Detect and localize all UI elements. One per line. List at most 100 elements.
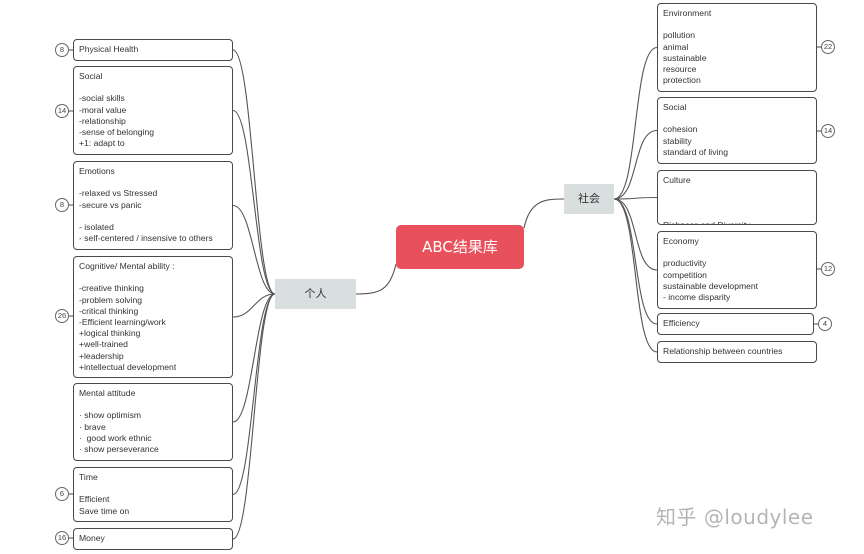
society-link-2 — [613, 196, 658, 200]
node-spacer — [79, 483, 227, 494]
personal-link-2 — [232, 204, 276, 295]
count-badge[interactable]: 22 — [821, 40, 835, 54]
society-link-3 — [613, 198, 658, 271]
node-title: Mental attitude — [79, 388, 136, 398]
society-link-5 — [613, 198, 658, 353]
node-line: -social skills — [79, 93, 125, 104]
node-title: Social — [79, 71, 103, 81]
count-badge[interactable]: 12 — [821, 262, 835, 276]
node-spacer — [79, 177, 227, 188]
watermark-text: 知乎 @loudylee — [656, 505, 814, 529]
node-line: -sense of belonging — [79, 127, 155, 137]
node-line: -critical thinking — [79, 305, 139, 316]
count-badge[interactable]: 14 — [821, 124, 835, 138]
node-title: Physical Health — [79, 44, 139, 54]
left-node-emotions[interactable]: Emotions -relaxed vs Stressed-secure vs p… — [73, 161, 233, 250]
node-line: protection — [663, 75, 701, 86]
node-line: +leadership — [79, 350, 124, 361]
node-line: sustainable — [663, 52, 707, 63]
node-spacer — [663, 19, 811, 30]
left-node-money[interactable]: Money — [73, 528, 233, 550]
count-badge[interactable]: 16 — [55, 531, 69, 545]
left-node-physical-health[interactable]: Physical Health — [73, 39, 233, 61]
personal-link-3 — [232, 293, 276, 318]
node-title: Environment — [663, 8, 712, 18]
node-line: -relationship — [79, 115, 126, 126]
right-node-efficiency[interactable]: Efficiency — [657, 313, 814, 335]
personal-link-6 — [232, 293, 276, 540]
node-line: · good work ethnic — [79, 432, 152, 443]
branch-personal-label: 个人 — [304, 287, 327, 300]
node-line: +intellectual development — [79, 361, 177, 372]
node-line: -creative thinking — [79, 283, 144, 294]
count-badge[interactable]: 26 — [55, 309, 69, 323]
branch-society-label: 社会 — [578, 192, 600, 205]
node-title: Relationship between countries — [663, 346, 783, 356]
node-line: animal — [663, 41, 689, 52]
society-link-0 — [613, 46, 658, 200]
personal-link-4 — [232, 293, 276, 423]
node-line: -secure vs panic — [79, 199, 142, 210]
node-title: Economy — [663, 236, 699, 246]
node-line: +logical thinking — [79, 328, 141, 339]
root-to-society-line — [523, 198, 565, 229]
left-node-mental-attitude[interactable]: Mental attitude · show optimism· brave· g… — [73, 383, 233, 461]
root-label: ABC结果库 — [422, 238, 498, 256]
node-spacer — [663, 247, 811, 258]
branch-personal[interactable]: 个人 — [275, 279, 356, 309]
personal-link-1 — [232, 109, 276, 295]
node-line: -relaxed vs Stressed — [79, 188, 158, 199]
left-node-social[interactable]: Social -social skills-moral value-relatio… — [73, 66, 233, 155]
node-line: - self-centered / insensive to others — [79, 233, 213, 244]
node-line: Efficient — [79, 494, 110, 505]
node-line — [663, 197, 811, 208]
watermark: 知乎 @loudylee — [656, 502, 856, 532]
node-line — [79, 211, 227, 222]
node-spacer — [79, 82, 227, 93]
count-badge[interactable]: 6 — [55, 487, 69, 501]
right-node-relationship-between-countries[interactable]: Relationship between countries — [657, 341, 817, 363]
node-line: -problem solving — [79, 294, 143, 305]
node-spacer — [79, 272, 227, 283]
node-line: resource — [663, 64, 697, 74]
root-node[interactable]: ABC结果库 — [396, 225, 524, 269]
node-title: Social — [663, 102, 687, 112]
node-line: · show optimism — [79, 410, 142, 421]
node-line: pollution — [663, 30, 696, 41]
count-badge[interactable]: 8 — [55, 198, 69, 212]
node-title: Emotions — [79, 166, 115, 176]
count-badge[interactable]: 14 — [55, 104, 69, 118]
node-line: · show perseverance — [79, 444, 159, 454]
node-spacer — [663, 186, 811, 197]
personal-link-5 — [232, 293, 276, 496]
node-line: competition — [663, 269, 707, 280]
node-line: Save time on — [79, 505, 130, 516]
root-to-personal-line — [355, 263, 397, 295]
node-line: · brave — [79, 421, 106, 432]
node-spacer — [663, 113, 811, 124]
node-line: - isolated — [79, 221, 114, 232]
node-line: cohesion — [663, 124, 698, 135]
branch-society[interactable]: 社会 — [564, 184, 614, 214]
node-line: Richness and Diversity — [663, 219, 751, 225]
node-line: -moral value — [79, 104, 127, 115]
society-link-4 — [613, 198, 658, 325]
left-node-cognitive-mental-ability[interactable]: Cognitive/ Mental ability : -creative thi… — [73, 256, 233, 378]
node-line: stability — [663, 135, 692, 146]
node-title: Efficiency — [663, 318, 700, 328]
node-line: - income disparity — [663, 292, 731, 302]
personal-link-0 — [232, 49, 276, 295]
node-line: sustainable development — [663, 280, 759, 291]
node-line: +well-trained — [79, 339, 128, 350]
node-title: Culture — [663, 175, 691, 185]
count-badge[interactable]: 8 — [55, 43, 69, 57]
node-spacer — [79, 399, 227, 410]
node-title: Cognitive/ Mental ability : — [79, 261, 175, 271]
count-badge[interactable]: 4 — [818, 317, 832, 331]
